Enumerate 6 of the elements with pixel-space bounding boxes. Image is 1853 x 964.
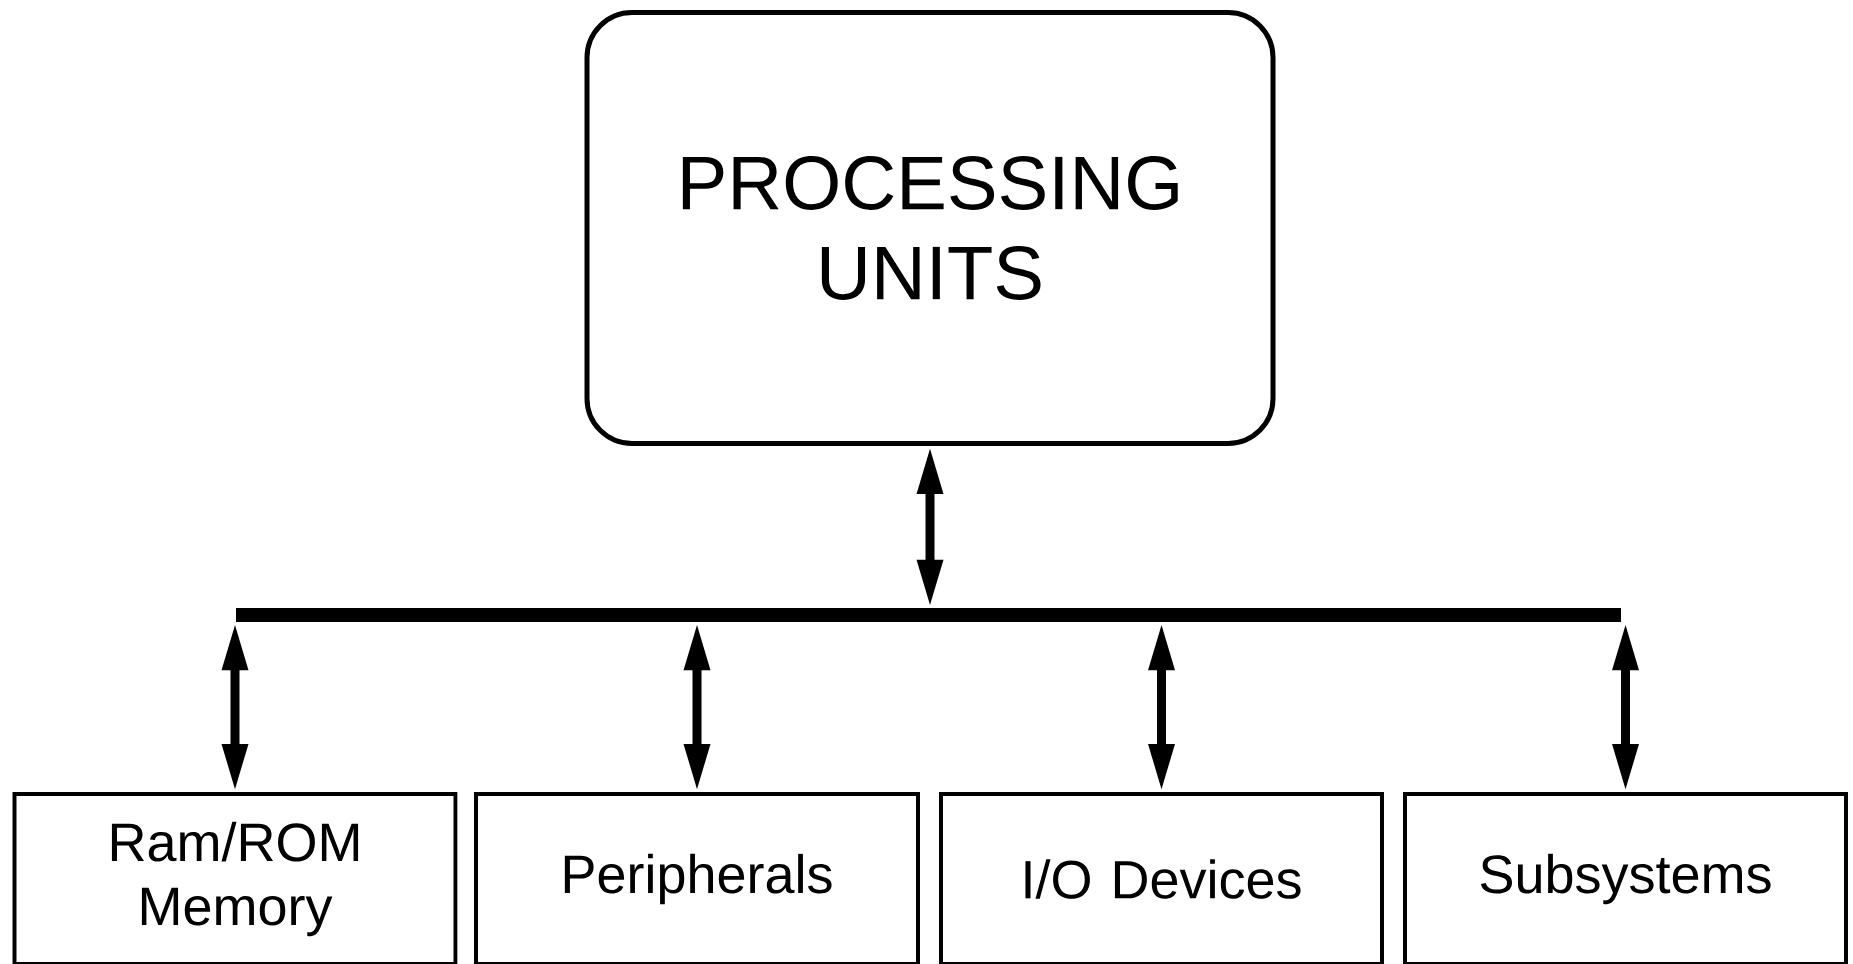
device-box: Subsystems [1403, 792, 1848, 964]
device-box: Ram/ROM Memory [12, 792, 458, 964]
bus-bar [236, 608, 1621, 622]
device-box: Peripherals [474, 792, 920, 964]
device-box: I/O Devices [939, 792, 1384, 964]
process-box: PROCESSING UNITS [584, 10, 1276, 446]
